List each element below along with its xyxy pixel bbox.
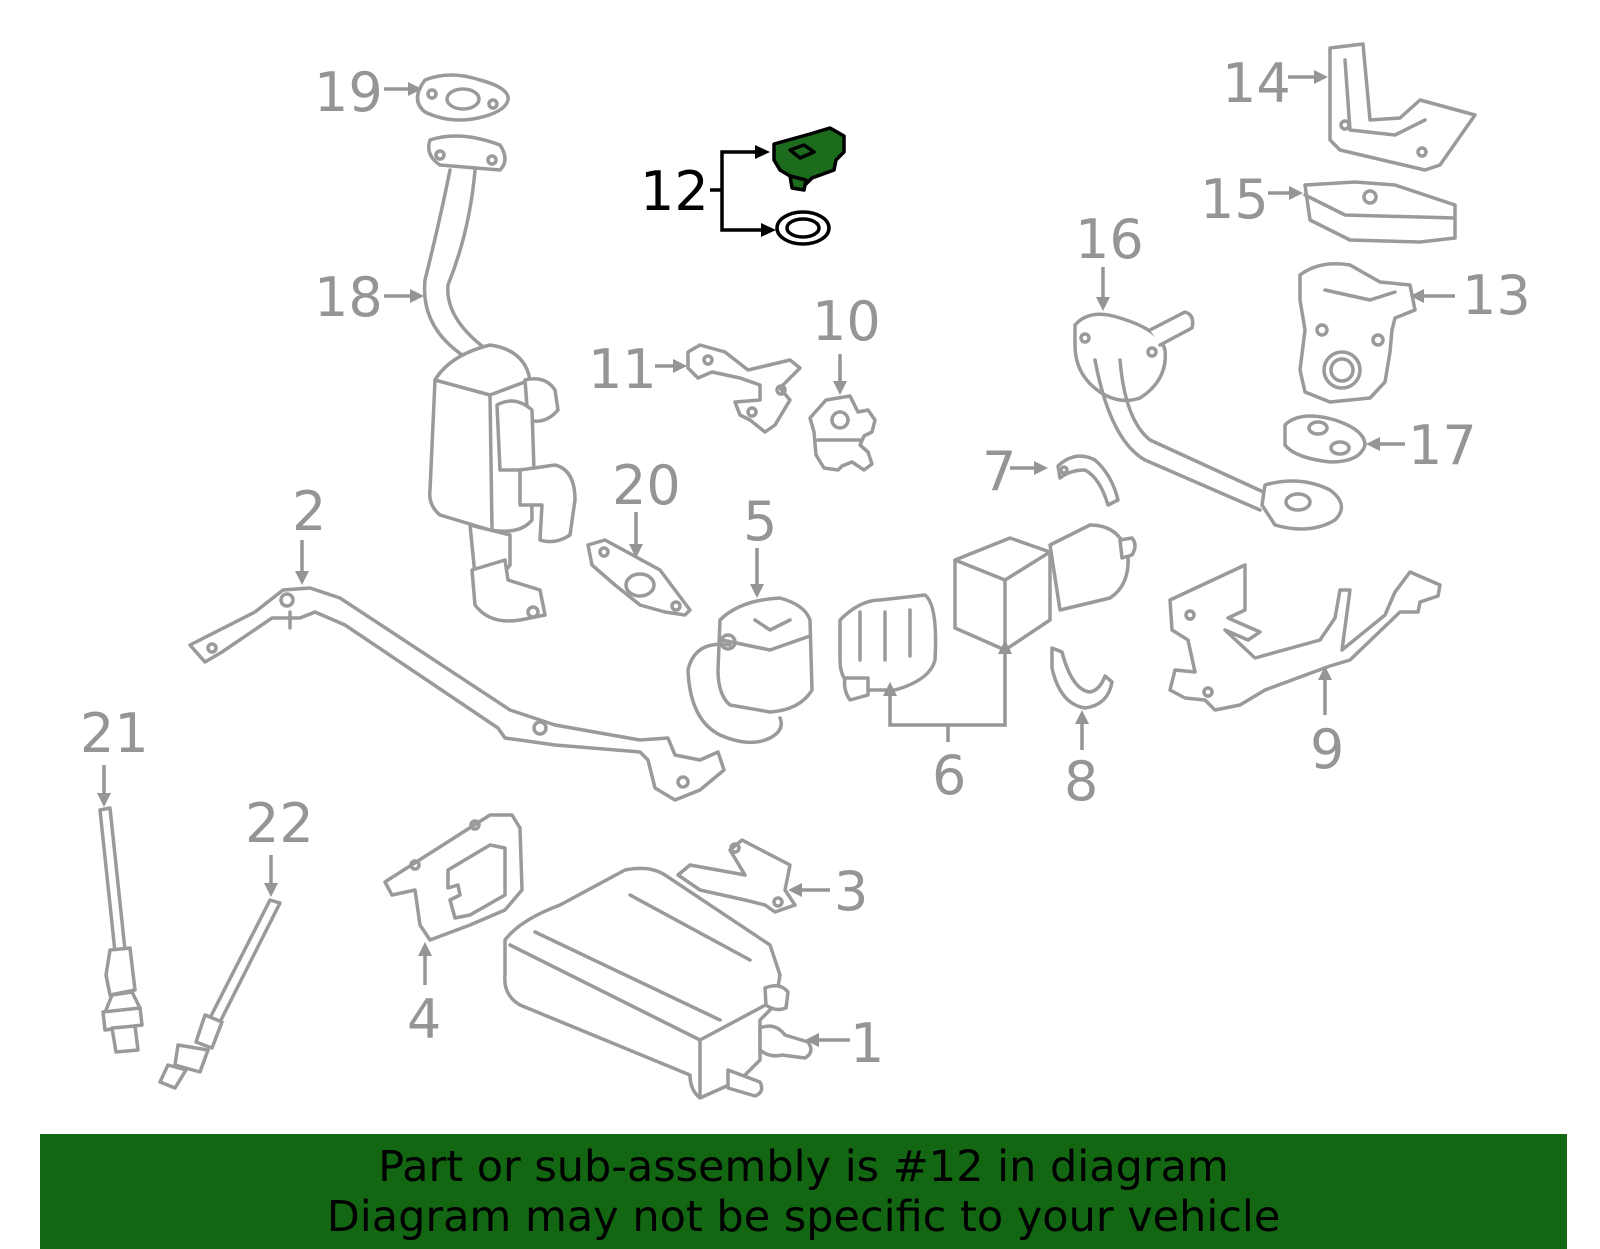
part-19-gasket[interactable] bbox=[415, 73, 510, 122]
part-20-gasket[interactable] bbox=[586, 538, 692, 617]
callout-19[interactable]: 19 bbox=[314, 61, 383, 124]
callout-6[interactable]: 6 bbox=[932, 744, 966, 807]
callout-17[interactable]: 17 bbox=[1408, 414, 1477, 477]
part-4-bracket[interactable] bbox=[383, 813, 524, 942]
leader-lines bbox=[97, 70, 1455, 1047]
part-2-bracket[interactable] bbox=[188, 586, 726, 802]
part-1-canister[interactable] bbox=[503, 866, 813, 1100]
part-11-bracket[interactable] bbox=[686, 343, 802, 434]
part-18-pipe[interactable] bbox=[422, 134, 577, 623]
callout-2[interactable]: 2 bbox=[292, 480, 326, 543]
part-6-canister-assembly[interactable] bbox=[838, 523, 1137, 702]
callout-16[interactable]: 16 bbox=[1075, 208, 1144, 271]
callout-12[interactable]: 12 bbox=[640, 160, 709, 223]
part-17-gasket[interactable] bbox=[1283, 414, 1367, 464]
callout-20[interactable]: 20 bbox=[612, 454, 681, 517]
part-13-egr-valve[interactable] bbox=[1298, 262, 1417, 404]
part-15-plate[interactable] bbox=[1303, 180, 1457, 244]
part-12-sensor[interactable] bbox=[772, 126, 846, 246]
part-21-o2-sensor[interactable] bbox=[98, 806, 144, 1054]
callout-21[interactable]: 21 bbox=[80, 702, 149, 765]
leader-12 bbox=[710, 145, 776, 237]
callout-18[interactable]: 18 bbox=[314, 266, 383, 329]
callout-4[interactable]: 4 bbox=[407, 988, 441, 1051]
part-14-heat-shield[interactable] bbox=[1328, 42, 1477, 172]
part-8-clamp[interactable] bbox=[1050, 646, 1114, 710]
callout-5[interactable]: 5 bbox=[743, 490, 777, 553]
callout-13[interactable]: 13 bbox=[1462, 264, 1531, 327]
callout-9[interactable]: 9 bbox=[1310, 718, 1344, 781]
part-22-o2-sensor[interactable] bbox=[158, 898, 282, 1090]
callout-11[interactable]: 11 bbox=[588, 338, 657, 401]
part-9-bracket[interactable] bbox=[1168, 563, 1442, 712]
part-16-egr-tube[interactable] bbox=[1073, 310, 1344, 531]
part-10-valve[interactable] bbox=[808, 394, 877, 472]
callout-14[interactable]: 14 bbox=[1222, 52, 1291, 115]
callout-1[interactable]: 1 bbox=[850, 1012, 884, 1075]
callout-10[interactable]: 10 bbox=[812, 290, 881, 353]
part-5-reservoir[interactable] bbox=[686, 596, 814, 745]
callout-3[interactable]: 3 bbox=[834, 860, 868, 923]
callout-8[interactable]: 8 bbox=[1064, 750, 1098, 813]
part-3-bracket[interactable] bbox=[676, 838, 797, 914]
callout-15[interactable]: 15 bbox=[1200, 168, 1269, 231]
banner-line-1: Part or sub-assembly is #12 in diagram bbox=[378, 1141, 1229, 1192]
part-7-clamp[interactable] bbox=[1056, 454, 1120, 507]
callout-22[interactable]: 22 bbox=[245, 792, 314, 855]
banner-line-2: Diagram may not be specific to your vehi… bbox=[326, 1191, 1281, 1242]
callout-7[interactable]: 7 bbox=[982, 440, 1016, 503]
info-banner: Part or sub-assembly is #12 in diagram D… bbox=[40, 1134, 1567, 1249]
callout-labels: 19 18 12 11 10 14 15 16 13 17 7 20 5 2 6… bbox=[80, 52, 1531, 1075]
